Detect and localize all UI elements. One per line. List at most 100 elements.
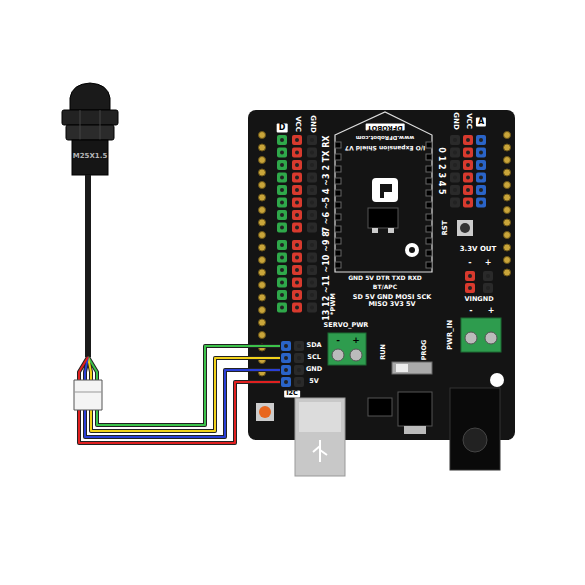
pin-hole (310, 293, 314, 297)
pin-label: VCC (464, 113, 472, 129)
header-pin (463, 185, 473, 195)
header-pin (476, 198, 486, 208)
xbee-pin (426, 226, 432, 232)
solder-hole (259, 169, 266, 176)
solder-hole (504, 157, 511, 164)
header-pin (277, 185, 287, 195)
pin-hole (453, 151, 457, 155)
pin-hole (310, 213, 314, 217)
solder-hole (504, 232, 511, 239)
header-pin (277, 290, 287, 300)
pin-hole (453, 201, 457, 205)
button-label: RST (442, 220, 450, 235)
xbee-pin (335, 154, 341, 160)
header-pin (476, 148, 486, 158)
header-pin (292, 290, 302, 300)
pin-label: SDA (306, 342, 321, 349)
header-pin (307, 173, 317, 183)
pin-hole (295, 268, 299, 272)
solder-hole (259, 194, 266, 201)
io-expansion-shield (248, 110, 515, 476)
pin-hole (479, 201, 483, 205)
pin-hole (280, 163, 284, 167)
polarity-sign: + (485, 259, 492, 268)
pin-hole (295, 163, 299, 167)
header-pin (307, 135, 317, 145)
header-pin (277, 278, 287, 288)
pin-hole (310, 151, 314, 155)
header-pin (463, 198, 473, 208)
solder-hole (259, 182, 266, 189)
header-pin (277, 253, 287, 263)
pin-label: GND 5V DTR TXD RXD (348, 275, 422, 282)
xbee-pin (335, 190, 341, 196)
polarity-sign: + (352, 336, 360, 346)
header-pin (292, 173, 302, 183)
header-pin (463, 148, 473, 158)
pin-hole (280, 188, 284, 192)
pin-numbers: 7 ~6 ~5 4 ~3 2 TX RX (323, 136, 332, 233)
header-pin (281, 353, 291, 363)
header-pin (292, 185, 302, 195)
header-pin (307, 148, 317, 158)
solder-hole (259, 257, 266, 264)
xbee-pin (426, 166, 432, 172)
pin-hole (466, 201, 470, 205)
header-pin (450, 173, 460, 183)
xbee-pin (426, 190, 432, 196)
pin-hole (466, 176, 470, 180)
xbee-pin (335, 226, 341, 232)
solder-hole (259, 332, 266, 339)
solder-hole (259, 244, 266, 251)
pin-label: VCC (293, 116, 301, 132)
header-pin (292, 160, 302, 170)
header-pin (307, 210, 317, 220)
header-pin (476, 160, 486, 170)
header-pin (277, 173, 287, 183)
pin-hole (310, 306, 314, 310)
switch-label: PROG (421, 340, 428, 361)
pin-hole (280, 243, 284, 247)
pin-hole (280, 151, 284, 155)
header-pin (277, 210, 287, 220)
waterproof-sensor (62, 83, 118, 357)
header-pin (307, 278, 317, 288)
pin-hole (479, 176, 483, 180)
header-pin (476, 135, 486, 145)
pin-hole (486, 286, 490, 290)
pin-hole (466, 163, 470, 167)
solder-hole (504, 244, 511, 251)
pin-hole (310, 188, 314, 192)
header-pin (277, 240, 287, 250)
pin-hole (295, 293, 299, 297)
header-pin (281, 377, 291, 387)
pin-hole (453, 188, 457, 192)
solder-hole (259, 207, 266, 214)
header-pin (483, 283, 493, 293)
pin-hole (280, 268, 284, 272)
header-pin (307, 160, 317, 170)
polarity-sign: + (488, 307, 495, 316)
header-pin (476, 185, 486, 195)
pin-hole (479, 138, 483, 142)
header-pin (292, 278, 302, 288)
pin-hole (295, 138, 299, 142)
part-marking: M25X1.5 (73, 153, 108, 161)
header-pin (307, 240, 317, 250)
solder-hole (259, 219, 266, 226)
pin-hole (453, 176, 457, 180)
header-pin (281, 365, 291, 375)
pin-hole (479, 188, 483, 192)
solder-hole (259, 307, 266, 314)
pin-hole (297, 368, 301, 372)
pin-label: GND (306, 366, 322, 373)
header-pin (277, 160, 287, 170)
header-pin (292, 240, 302, 250)
header-pin (476, 173, 486, 183)
polarity-sign: - (468, 259, 471, 268)
pin-hole (479, 163, 483, 167)
pin-hole (280, 138, 284, 142)
header-pin (483, 271, 493, 281)
xbee-pin (335, 250, 341, 256)
